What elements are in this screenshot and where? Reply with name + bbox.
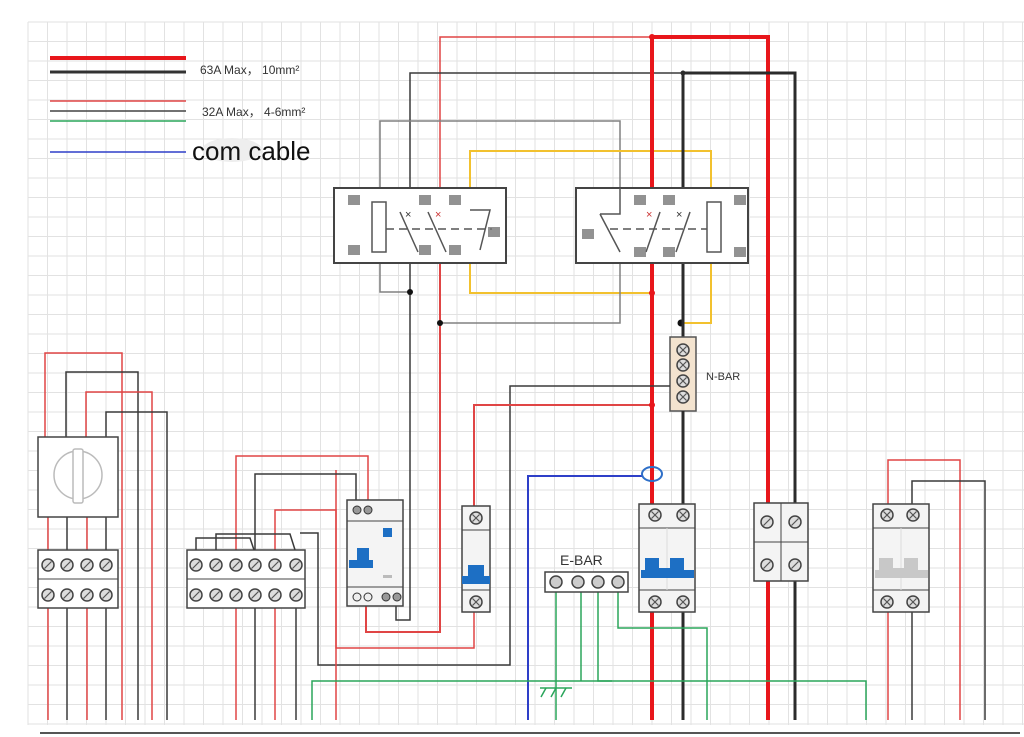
relay-terminal-pad — [734, 195, 746, 205]
terminal-block-6way — [186, 549, 306, 609]
e-bar-terminal — [571, 575, 585, 589]
control-wiring — [365, 36, 712, 633]
relay-terminal-pad — [634, 247, 646, 257]
e-bar-terminal — [591, 575, 605, 589]
relay-terminal-pads — [348, 195, 746, 257]
n-bar — [669, 336, 697, 412]
relay-terminal-pad — [449, 245, 461, 255]
junction-dot — [437, 320, 443, 326]
relay-terminal-pad — [734, 247, 746, 257]
e-bar-terminal — [611, 575, 625, 589]
earth-wiring — [555, 585, 708, 720]
legend-label-63a: 63A Max， 10mm² — [200, 63, 299, 77]
relay-terminal-pad — [582, 229, 594, 239]
legend-label-32a: 32A Max， 4-6mm² — [202, 105, 305, 119]
main-isolator-switch — [37, 436, 119, 518]
earth-ground-symbol — [540, 687, 572, 698]
svg-text:×: × — [646, 209, 652, 221]
left-distribution-wiring — [44, 352, 168, 720]
rcbo-breaker — [346, 499, 404, 607]
junction-dot — [649, 34, 655, 40]
junction-dot — [407, 289, 413, 295]
e-bar-terminal — [549, 575, 563, 589]
isolator-block — [753, 502, 809, 582]
mcb-double-pole-grey — [872, 503, 930, 613]
legend: 63A Max， 10mm² 32A Max， 4-6mm² com cable — [50, 56, 311, 166]
grid-background — [27, 21, 1024, 725]
n-bar-label: N-BAR — [706, 371, 740, 383]
svg-text:×: × — [405, 209, 411, 221]
relay-terminal-pad — [449, 195, 461, 205]
relay-terminal-pad — [419, 195, 431, 205]
relay-terminal-pad — [663, 247, 675, 257]
relay-terminal-pad — [419, 245, 431, 255]
terminal-6way-wiring — [195, 455, 867, 720]
mcb-single-pole — [461, 505, 491, 613]
relay-terminal-pad — [348, 245, 360, 255]
junction-dot — [680, 70, 686, 76]
relay-right: × × — [575, 187, 749, 264]
junction-dot — [649, 402, 655, 408]
terminal-block-left — [37, 549, 119, 609]
mcb-double-pole-main — [638, 503, 696, 613]
com-cable — [527, 475, 642, 720]
legend-label-com: com cable — [192, 136, 311, 166]
legend-highlight — [202, 138, 262, 162]
relay-terminal-pad — [348, 195, 360, 205]
relay-terminal-pad — [488, 227, 500, 237]
e-bar — [544, 571, 629, 593]
svg-text:×: × — [435, 209, 441, 221]
svg-text:×: × — [676, 209, 682, 221]
current-sensor-ring — [641, 466, 663, 482]
relay-terminal-pad — [663, 195, 675, 205]
e-bar-label: E-BAR — [560, 552, 603, 568]
right-branch-wiring — [887, 459, 986, 720]
relay-terminal-pad — [634, 195, 646, 205]
